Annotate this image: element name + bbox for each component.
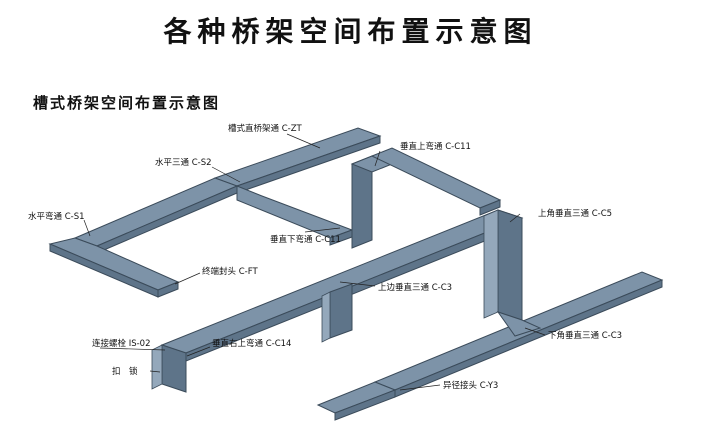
diagram-subtitle: 槽式桥架空间布置示意图 [33,94,221,112]
label-bolt-is02: 连接螺栓 IS-02 [92,338,151,349]
tray-tee-s2 [73,177,239,247]
tray-endcap-ft [157,281,179,298]
tray-reducer-y3-side [334,389,396,421]
tray-upper-tee-c3-front [321,291,331,343]
label-vertical-down-c11: 垂直下弯通 C-C11 [270,234,341,245]
tray-upper-run [370,147,502,209]
label-bend-s1: 水平弯通 C-S1 [28,211,85,222]
tray-branch [236,185,354,239]
tray-vertical-c14-front [151,344,163,390]
tray-upper-run-side [479,199,501,216]
label-endcap-ft: 终端封头 C-FT [202,266,258,277]
label-corner-tee-c5: 上角垂直三通 C-C5 [538,208,612,219]
label-lower-tee-c3: 下角垂直三通 C-C3 [548,330,622,341]
tray-vertical-c14 [161,344,187,393]
label-lock: 扣 锁 [112,366,138,377]
tray-corner-tee-c5-front [483,209,499,319]
label-vertical-c14: 垂直右上弯通 C-C14 [212,338,291,349]
label-reducer-y3: 异径接头 C-Y3 [443,380,498,391]
tray-lower-tee-c3 [496,311,542,337]
label-straight-zt: 槽式直桥架通 C-ZT [228,123,303,134]
label-tee-s2: 水平三通 C-S2 [155,157,212,168]
page-title: 各种桥架空间布置示意图 [163,15,538,48]
label-vertical-up-c11: 垂直上弯通 C-C11 [400,141,471,152]
tray-upper-tee-c3 [329,283,353,339]
tray-corner-tee-c5 [497,209,523,321]
label-upper-tee-c3: 上边垂直三通 C-C3 [378,282,452,293]
